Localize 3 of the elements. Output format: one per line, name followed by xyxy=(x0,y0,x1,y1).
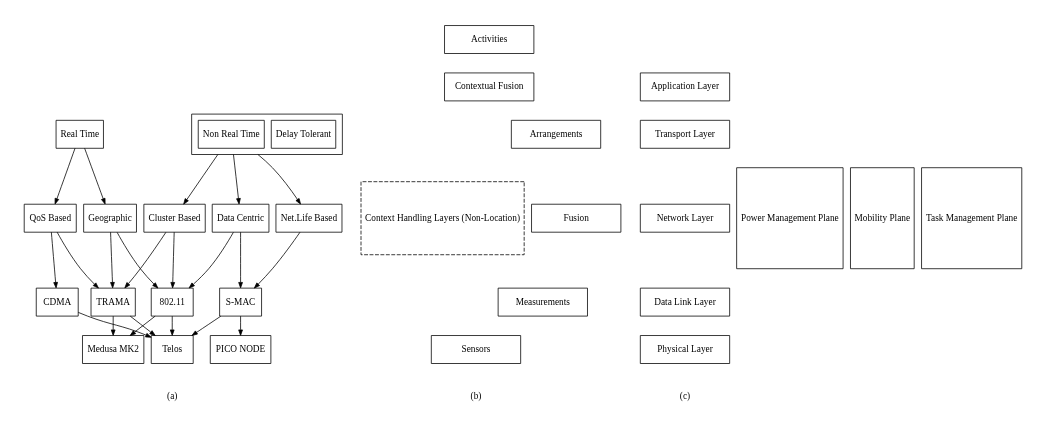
label: (c) xyxy=(679,390,691,401)
label: (a) xyxy=(167,390,178,401)
label: (b) xyxy=(470,390,482,401)
